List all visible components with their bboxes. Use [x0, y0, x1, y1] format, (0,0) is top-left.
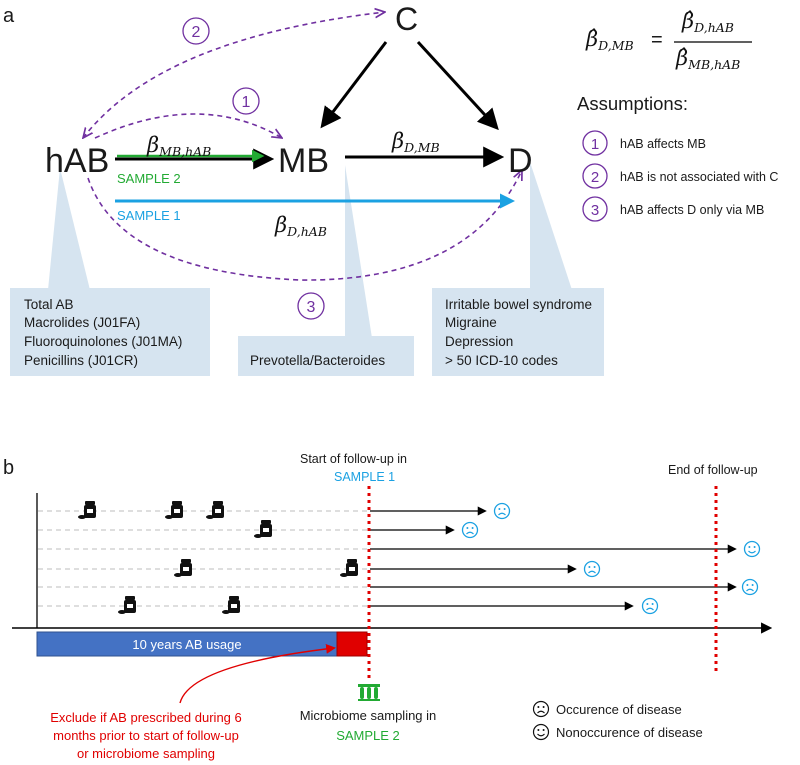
- callout-hab-line-3: Fluoroquinolones (J01MA): [24, 334, 182, 349]
- exclusion-bar: [336, 631, 368, 657]
- svg-text:1: 1: [242, 94, 251, 111]
- svg-text:2: 2: [192, 24, 201, 41]
- assumption-1: 1 hAB affects MB: [582, 130, 706, 156]
- callout-d-line-2: Migraine: [445, 315, 497, 330]
- exclusion-note-line-2: months prior to start of follow-up: [53, 728, 239, 743]
- callout-box-hab: [10, 288, 210, 376]
- callout-pointer-hab: [48, 168, 90, 290]
- microbiome-sampling-label: Microbiome sampling in: [300, 708, 437, 723]
- panel-b-label: b: [3, 457, 14, 479]
- history-lines: [38, 510, 368, 607]
- outcome-sad-face-icon: [583, 560, 601, 578]
- pill-bottle-icon: [118, 596, 136, 614]
- exclusion-arrow: [179, 644, 336, 704]
- panel-a-label: a: [3, 5, 15, 27]
- svg-text:2: 2: [591, 169, 599, 186]
- start-followup-sample: SAMPLE 1: [334, 470, 395, 484]
- node-c: C: [395, 1, 418, 37]
- formula-equals: =: [651, 29, 663, 51]
- svg-text:3: 3: [307, 299, 316, 316]
- ab-usage-label: 10 years AB usage: [132, 637, 241, 652]
- callout-mb-line-1: Prevotella/Bacteroides: [250, 353, 385, 368]
- sample1-label: SAMPLE 1: [117, 208, 181, 223]
- callout-hab-line-4: Penicillins (J01CR): [24, 353, 138, 368]
- pill-bottle-icon: [340, 559, 358, 577]
- formula-denominator: β̂MB,hAB: [675, 46, 740, 72]
- pill-bottle-icon: [206, 501, 224, 519]
- beta-mb-hab: βMB,hAB: [146, 133, 211, 159]
- ratio-formula: β̂D,MB = β̂D,hAB β̂MB,hAB: [585, 9, 752, 72]
- path-marker-1: 1: [232, 87, 260, 115]
- outcome-sad-face-icon: [493, 502, 511, 520]
- callout-hab-line-1: Total AB: [24, 297, 74, 312]
- pill-bottle-icon: [254, 520, 272, 538]
- svg-text:hAB affects D only via MB: hAB affects D only via MB: [620, 203, 764, 217]
- path-marker-3: 3: [297, 292, 325, 320]
- legend-happy-face-icon: [532, 723, 550, 741]
- callout-d-line-3: Depression: [445, 334, 513, 349]
- beta-d-hab: βD,hAB: [274, 213, 327, 239]
- arrow-c-to-mb: [320, 41, 388, 129]
- legend-nonoccurrence: Nonoccurence of disease: [556, 725, 703, 740]
- assumptions-title: Assumptions:: [577, 93, 688, 114]
- end-followup-label: End of follow-up: [668, 463, 758, 477]
- path-hab-to-mb: [94, 113, 282, 138]
- svg-text:hAB affects MB: hAB affects MB: [620, 137, 706, 151]
- node-hab: hAB: [45, 142, 109, 180]
- assumption-2: 2 hAB is not associated with C: [582, 163, 778, 189]
- outcome-sad-face-icon: [461, 521, 479, 539]
- legend-sad-face-icon: [532, 700, 550, 718]
- callout-d-line-1: Irritable bowel syndrome: [445, 297, 592, 312]
- arrow-c-to-d: [416, 40, 499, 131]
- exclusion-note-line-1: Exclude if AB prescribed during 6: [50, 710, 242, 725]
- outcome-happy-face-icon: [743, 540, 761, 558]
- callout-box-d: [432, 288, 604, 376]
- formula-lhs: β̂D,MB: [585, 27, 634, 53]
- svg-text:hAB is not associated with C: hAB is not associated with C: [620, 170, 778, 184]
- svg-text:1: 1: [591, 136, 599, 153]
- followup-arrows: [370, 506, 737, 611]
- outcome-sad-face-icon: [741, 578, 759, 596]
- beta-d-mb: βD,MB: [391, 129, 440, 155]
- callout-hab-line-2: Macrolides (J01FA): [24, 315, 140, 330]
- pill-bottle-icon: [222, 596, 240, 614]
- node-mb: MB: [278, 142, 329, 180]
- assumption-3: 3 hAB affects D only via MB: [582, 196, 764, 222]
- callout-d-line-4: > 50 ICD-10 codes: [445, 353, 558, 368]
- pill-bottle-icon: [174, 559, 192, 577]
- start-followup-label: Start of follow-up in: [300, 452, 407, 466]
- test-tubes-icon: [358, 684, 380, 701]
- callout-box-mb: [238, 336, 414, 376]
- callout-pointer-mb: [345, 165, 372, 338]
- sample2-label: SAMPLE 2: [117, 171, 181, 186]
- node-d: D: [508, 142, 533, 180]
- path-marker-2: 2: [182, 17, 210, 45]
- pill-bottle-icon: [78, 501, 96, 519]
- outcome-sad-face-icon: [641, 597, 659, 615]
- legend-occurrence: Occurence of disease: [556, 702, 682, 717]
- callout-pointer-d: [530, 162, 572, 290]
- svg-text:3: 3: [591, 202, 599, 219]
- exclusion-note-line-3: or microbiome sampling: [77, 746, 215, 761]
- microbiome-sample-label: SAMPLE 2: [336, 728, 400, 743]
- path-hab-to-c: [83, 12, 385, 138]
- legend: Occurence of disease Nonoccurence of dis…: [532, 700, 703, 741]
- formula-numerator: β̂D,hAB: [681, 9, 734, 35]
- pill-bottle-icon: [165, 501, 183, 519]
